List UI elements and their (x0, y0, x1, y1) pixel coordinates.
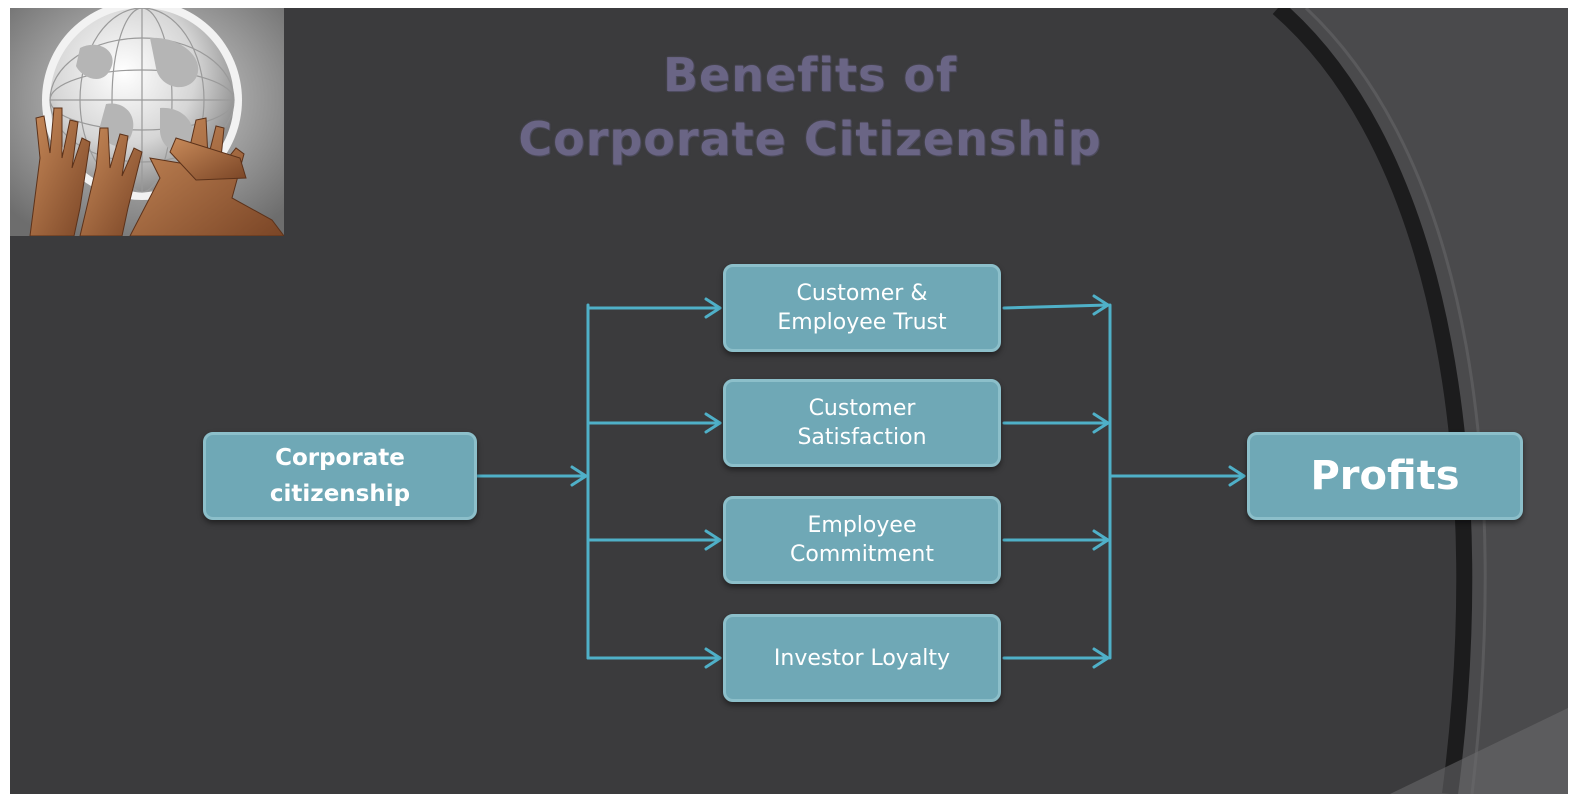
background-arc-decoration (1272, 8, 1568, 794)
arrowhead-icon (704, 529, 722, 551)
arrowhead-icon (1092, 294, 1110, 316)
arrowhead-icon (1228, 465, 1246, 487)
arrowhead-icon (704, 412, 722, 434)
arrowhead-icon (704, 647, 722, 669)
benefit-node: Customer & Employee Trust (723, 264, 1001, 352)
flow-connectors (475, 294, 1246, 669)
arrowhead-icon (1092, 647, 1110, 669)
slide-title-line-1: Benefits of (663, 48, 957, 102)
slide: Benefits of Corporate Citizenship (10, 8, 1568, 794)
arrowhead-icon (1092, 412, 1110, 434)
arrowhead-icon (1092, 529, 1110, 551)
benefit-node: Employee Commitment (723, 496, 1001, 584)
globe-with-hands-icon (10, 8, 284, 236)
arrowhead-icon (704, 297, 722, 319)
connector-from-trust (1002, 303, 1110, 310)
arrowhead-icon (570, 465, 588, 487)
benefit-node: Investor Loyalty (723, 614, 1001, 702)
slide-title-line-2: Corporate Citizenship (518, 112, 1102, 166)
source-node: Corporate citizenship (203, 432, 477, 520)
benefit-node: Customer Satisfaction (723, 379, 1001, 467)
target-node: Profits (1247, 432, 1523, 520)
